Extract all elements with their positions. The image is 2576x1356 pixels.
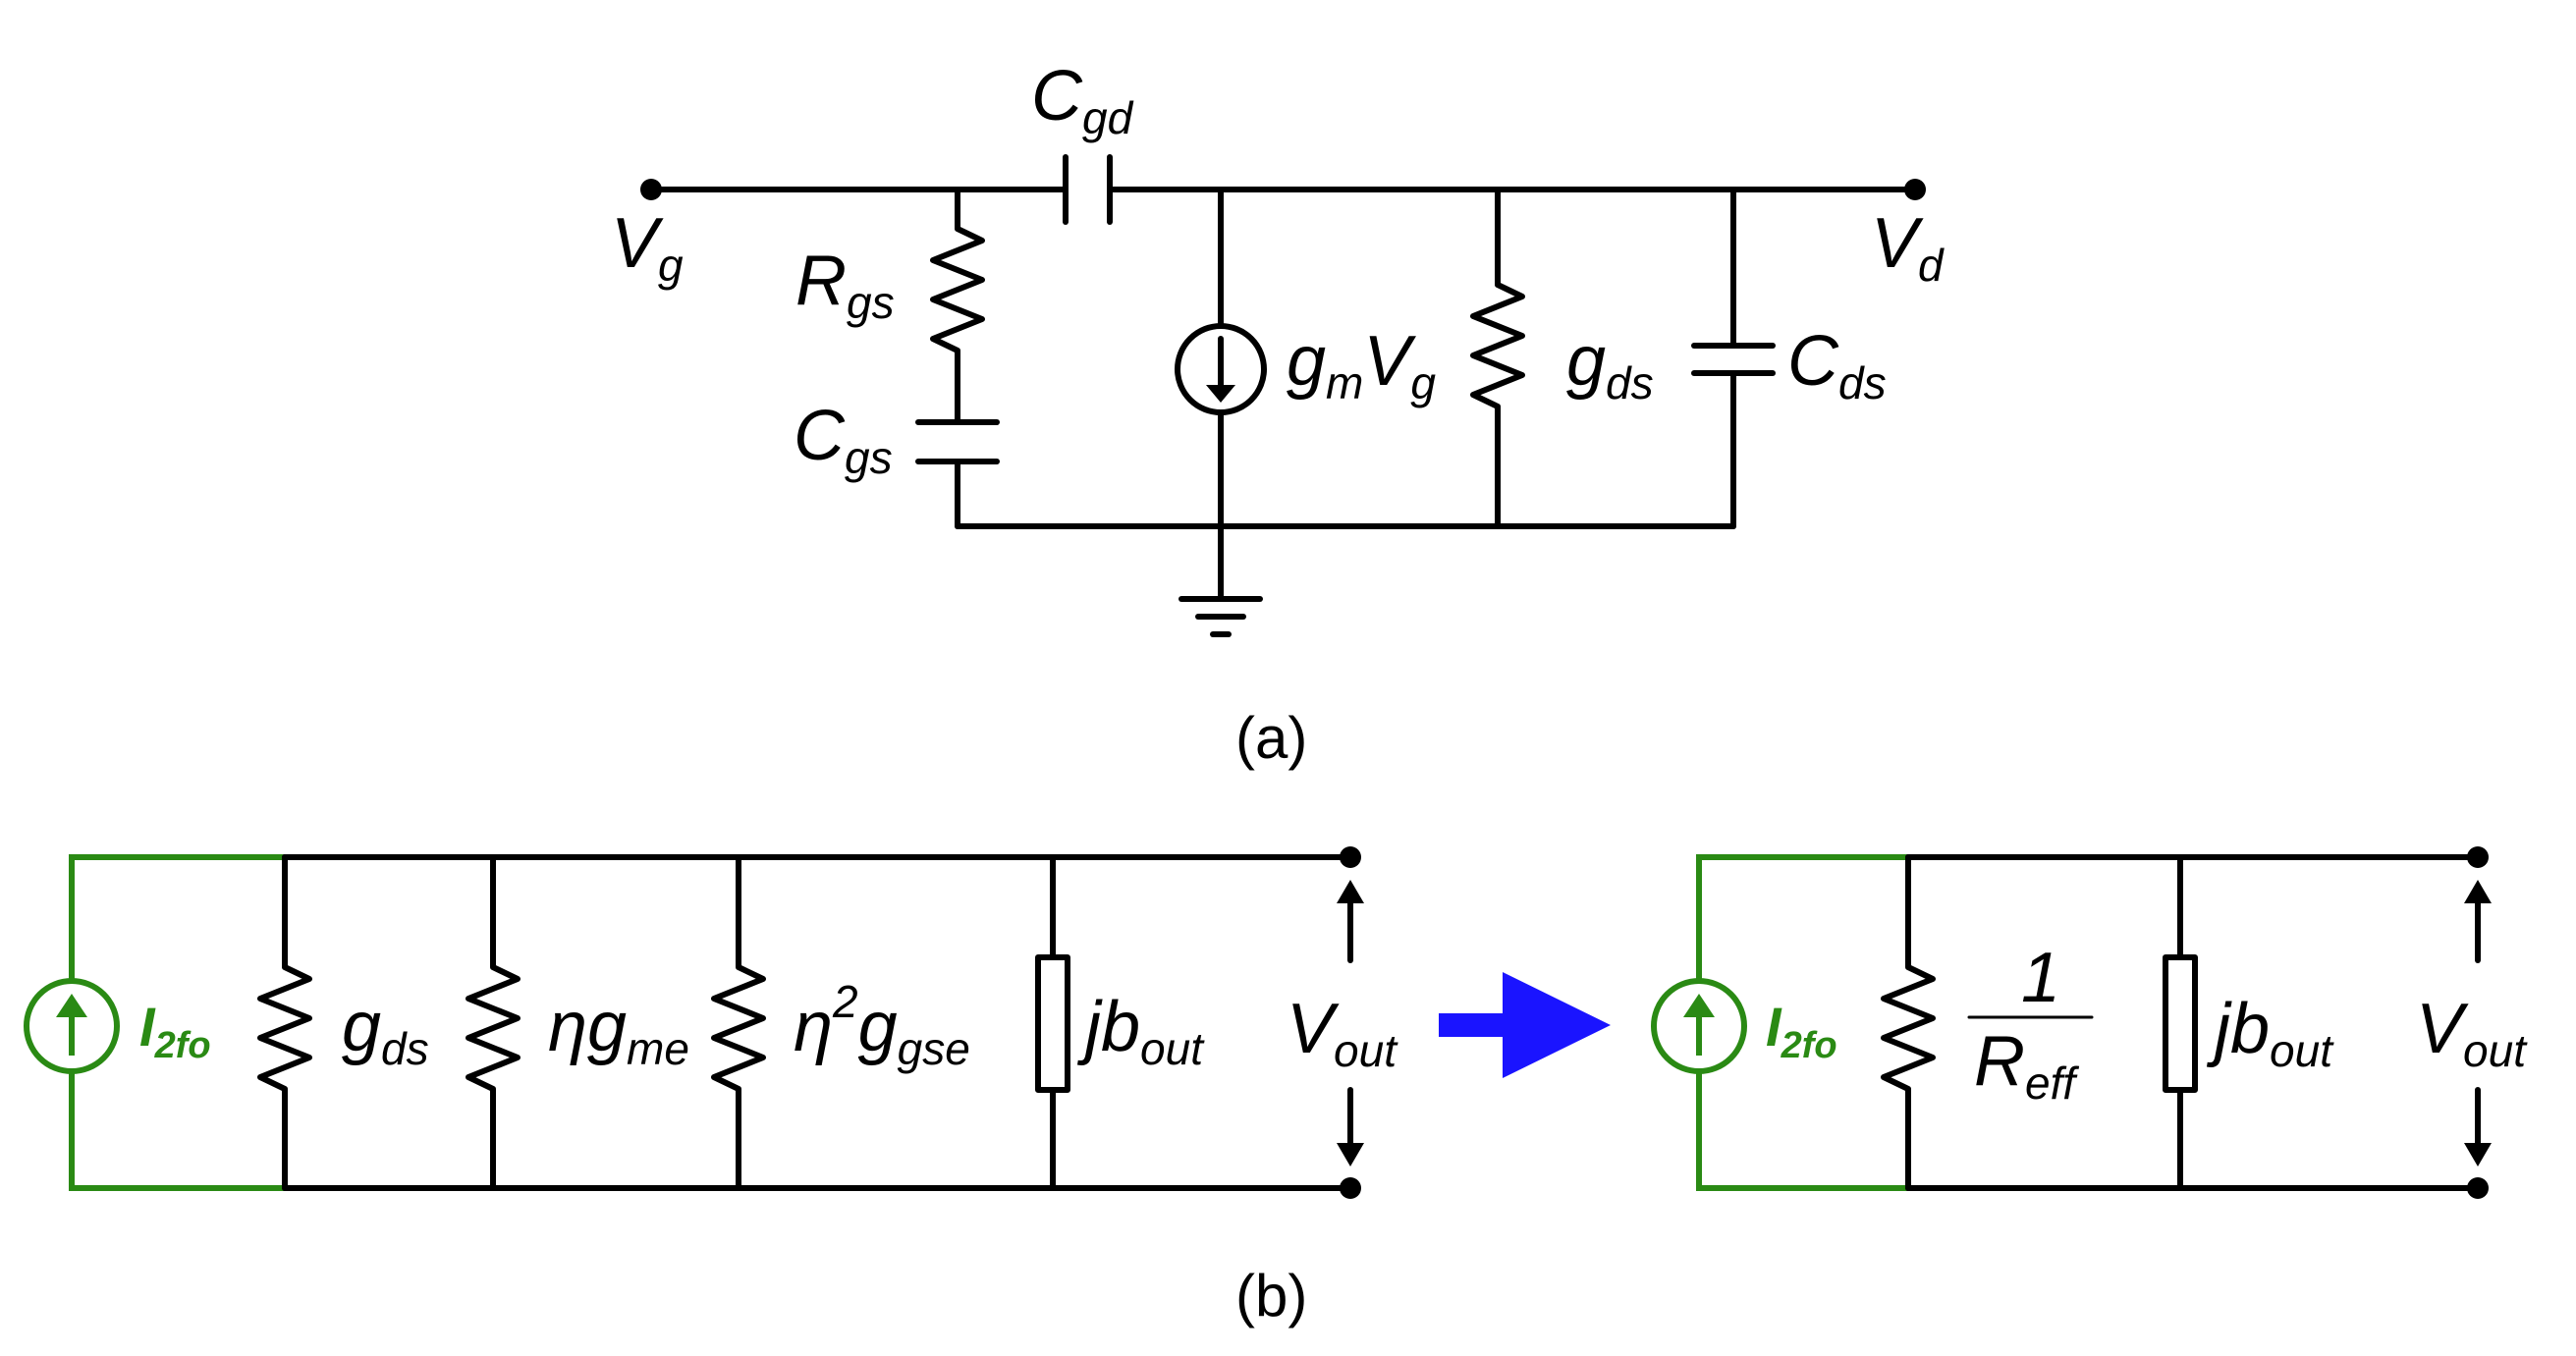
vd-label: Vd: [1871, 204, 1945, 291]
circuit-a: Cgd Vg Vd Rgs Cgs gmVg gds Cds (a): [611, 57, 1945, 771]
source-arrow-head-icon: [1683, 994, 1715, 1017]
caption-b: (b): [1235, 1263, 1307, 1329]
vout-label: Vout: [1287, 990, 1398, 1076]
gds-label: gds: [1566, 322, 1654, 408]
gds-resistor: [1470, 187, 1525, 529]
rgs-label: Rgs: [795, 242, 895, 328]
jb-out-admittance-box: [2163, 954, 2198, 1093]
gm-vg-label: gmVg: [1287, 322, 1436, 408]
transform-arrow: [1439, 972, 1611, 1078]
eta2-ggse-label: η2ggse: [794, 976, 970, 1074]
vg-label: Vg: [611, 204, 684, 291]
vg-terminal: [640, 179, 662, 200]
circuit-b-right: I2fo 1 Reff jbout Vout: [1651, 846, 2528, 1199]
eta-gme-resistor: [466, 854, 521, 1191]
vout-terminal-bottom: [2467, 1177, 2489, 1199]
source-arrow-head-icon: [56, 994, 87, 1017]
vout-arrow-up-icon: [1337, 880, 1364, 903]
rgs-resistor: [930, 187, 985, 425]
circuit-b-left: I2fo gds ηgme η2ggse jbout Vout: [24, 846, 1398, 1199]
cgd-label: Cgd: [1031, 57, 1134, 143]
reff-numerator: 1: [2021, 939, 2060, 1017]
jb-out-label: jbout: [2206, 990, 2334, 1076]
jb-out-admittance-box: [1035, 954, 1070, 1093]
jb-out-label: jbout: [1076, 988, 1205, 1074]
vd-terminal: [1904, 179, 1926, 200]
gds-label: gds: [342, 988, 429, 1074]
vout-arrow-down-icon: [2464, 1143, 2492, 1166]
cds-label: Cds: [1787, 322, 1887, 408]
current-arrow-head-icon: [1206, 385, 1235, 403]
vout-terminal-bottom: [1340, 1177, 1361, 1199]
reff-resistor: [1881, 854, 1936, 1191]
vout-arrow-up-icon: [2464, 880, 2492, 903]
source-label: I2fo: [139, 996, 211, 1066]
arrow-shaft: [1439, 1013, 1507, 1037]
caption-a: (a): [1235, 705, 1307, 771]
vout-terminal-top: [2467, 846, 2489, 868]
vout-terminal-top: [1340, 846, 1361, 868]
vout-arrow-down-icon: [1337, 1143, 1364, 1166]
vout-label: Vout: [2416, 990, 2528, 1076]
blue-arrow-icon: [1503, 972, 1611, 1078]
reff-denominator: Reff: [1974, 1022, 2079, 1109]
gds-resistor: [257, 854, 312, 1191]
eta2-ggse-resistor: [711, 854, 766, 1191]
source-label: I2fo: [1766, 996, 1837, 1066]
eta-gme-label: ηgme: [548, 988, 689, 1074]
cgs-label: Cgs: [794, 397, 893, 483]
